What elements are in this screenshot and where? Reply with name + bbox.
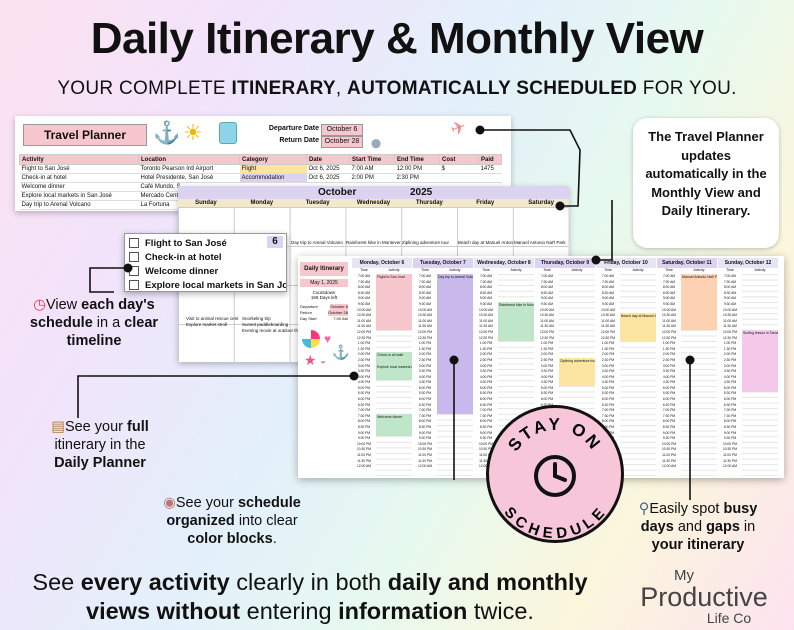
month-event: Snorkeling trip xyxy=(242,316,271,321)
daily-title: Daily Itinerary xyxy=(300,262,348,276)
month-name: October xyxy=(318,187,357,198)
day-column-header: Monday, October 6 xyxy=(352,258,412,268)
side-row: Day Start 7:00 AM xyxy=(300,316,348,321)
activity-block[interactable]: Day trip to Arenal Volcano xyxy=(437,274,473,414)
activity-block[interactable]: Flight to San José xyxy=(376,274,412,330)
sun-icon: ☀ xyxy=(183,120,203,145)
day-column-header: Wednesday, October 8 xyxy=(474,258,534,268)
activity-block[interactable]: Beach day at Manuel Antoni xyxy=(620,313,656,342)
brand-logo: My Productive Life Co xyxy=(640,567,768,626)
countdown-days: 158 Days left xyxy=(310,295,338,300)
checkbox[interactable] xyxy=(129,280,139,290)
day-column-header: Friday, October 10 xyxy=(596,258,656,268)
month-event: Beach day at Manuel Anton xyxy=(458,240,514,245)
palette-icon: ◉ xyxy=(163,495,176,511)
zoomed-day-list: 6 Flight to San José Check-in at hotel W… xyxy=(124,233,287,292)
list-item[interactable]: Check-in at hotel xyxy=(129,250,222,264)
side-row: Departure October 6 xyxy=(300,304,348,310)
departure-label: Departure Date xyxy=(268,125,319,132)
month-header: October 2025 xyxy=(178,186,569,199)
month-event: Rainforest hike in Montever xyxy=(346,240,401,245)
location-pin-icon: ⬤ xyxy=(371,138,382,148)
day-column-header: Saturday, October 11 xyxy=(657,258,717,268)
clock-icon xyxy=(534,455,576,497)
return-label: Return Date xyxy=(279,137,319,144)
countdown-label: Countdown xyxy=(312,290,336,295)
anchor-icon: ⚓ xyxy=(153,120,181,145)
daily-sidebar: Daily Itinerary May 1, 2025 Countdown 15… xyxy=(300,262,350,462)
activity-block[interactable]: Surfing lesson in Tamarindo xyxy=(742,330,778,392)
checkbox[interactable] xyxy=(129,238,139,248)
activity-block[interactable]: Explore local markets in San xyxy=(376,363,412,381)
callout-color: ◉See your schedule organized into clear … xyxy=(163,495,301,547)
clipboard-icon: ▤ xyxy=(51,419,65,435)
stay-on-schedule-badge: STAY ON SCHEDULE xyxy=(486,405,624,543)
page-subtitle: YOUR COMPLETE ITINERARY, AUTOMATICALLY S… xyxy=(57,78,737,99)
day-column-header: Tuesday, October 7 xyxy=(413,258,473,268)
activity-block[interactable]: Ziplining adventure tour xyxy=(559,358,595,386)
list-item[interactable]: Explore local markets in San Jo xyxy=(129,278,286,291)
callout-planner: ▤See your full itinerary in the Daily Pl… xyxy=(51,419,149,471)
month-event: Ziplining adventure tour xyxy=(402,240,450,245)
callout-timeline: ◷View each day's schedule in a clear tim… xyxy=(29,297,159,349)
activity-block[interactable]: Welcome dinner xyxy=(376,414,412,437)
bubble-text: The Travel Planner updates automatically… xyxy=(645,129,767,218)
magnifier-icon: ⚲ xyxy=(638,501,650,517)
month-event: Evening movie at outdoor thea xyxy=(242,328,304,333)
daily-date: May 1, 2025 xyxy=(300,279,348,287)
day-column-header: Thursday, October 9 xyxy=(535,258,595,268)
daily-itinerary-sheet: Daily Itinerary May 1, 2025 Countdown 15… xyxy=(298,256,784,478)
starfish-icon: ★ xyxy=(304,352,317,368)
clock-icon: ◷ xyxy=(33,297,46,313)
sandals-icon: ♥ xyxy=(324,332,332,346)
suitcase-icon xyxy=(219,122,237,144)
page-title: Daily Itinerary & Monthly View xyxy=(90,14,704,63)
planner-title: Travel Planner xyxy=(23,124,147,146)
activity-block[interactable]: Manuel Antonio Nat'l Park xyxy=(681,274,717,330)
month-event: Manuel Antonio Nat'l Park xyxy=(514,240,566,245)
beach-ball-icon xyxy=(302,330,320,348)
activity-block[interactable]: Check-in at hotel xyxy=(376,352,412,364)
day-column-header: Sunday, October 12 xyxy=(718,258,778,268)
zoom-date: 6 xyxy=(267,236,283,248)
shell-icon: ◒ xyxy=(320,356,327,367)
info-bubble: The Travel Planner updates automatically… xyxy=(633,118,779,248)
month-event: Day trip to Arenal Volcano xyxy=(291,240,343,245)
return-value[interactable]: October 28 xyxy=(321,136,363,148)
month-event: Explore market stroll xyxy=(186,322,228,327)
bottom-tagline: See every activity clearly in both daily… xyxy=(32,569,588,624)
time-rows xyxy=(620,274,656,476)
month-year: 2025 xyxy=(410,187,433,198)
callout-busy: ⚲Easily spot busy days and gaps in your … xyxy=(638,501,758,553)
departure-value[interactable]: October 6 xyxy=(321,124,363,136)
list-item[interactable]: Flight to San José xyxy=(129,236,227,250)
side-row: Return October 28 xyxy=(300,310,348,316)
activity-block[interactable]: Rainforest hike in Monteverde xyxy=(498,302,534,342)
month-event: Sunset paddleboarding xyxy=(242,322,289,327)
anchor-icon: ⚓ xyxy=(332,344,350,360)
checkbox[interactable] xyxy=(129,252,139,262)
month-event: Visit to animal rescue cent xyxy=(186,316,239,321)
